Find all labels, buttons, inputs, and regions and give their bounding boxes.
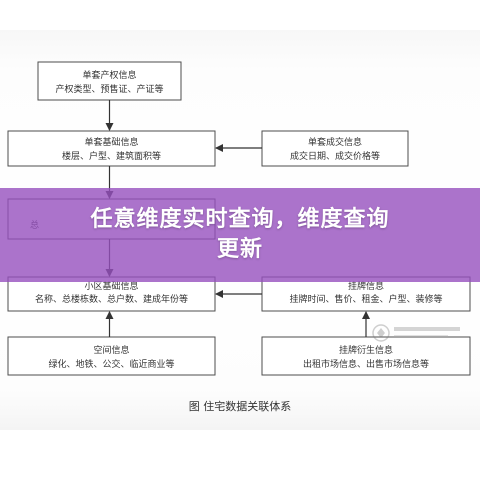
node-property-rights: 单套产权信息 产权类型、预售证、产证等 bbox=[37, 61, 182, 101]
node-basic-title: 单套基础信息 bbox=[84, 136, 138, 148]
node-space: 空间信息 绿化、地铁、公交、临近商业等 bbox=[7, 336, 216, 376]
node-derived-detail: 出租市场信息、出售市场信息等 bbox=[303, 358, 429, 370]
logo-watermark-icon bbox=[372, 324, 460, 342]
node-community: 小区基础信息 名称、总楼栋数、总户数、建成年份等 bbox=[7, 276, 216, 312]
node-space-detail: 绿化、地铁、公交、临近商业等 bbox=[48, 358, 174, 370]
node-listing-detail: 挂牌时间、售价、租金、户型、装修等 bbox=[289, 293, 442, 305]
banner-title-line-2: 更新 bbox=[216, 237, 263, 262]
node-community-title: 小区基础信息 bbox=[84, 280, 138, 292]
diagram-caption: 图 住宅数据关联体系 bbox=[189, 399, 292, 413]
node-listing-title: 挂牌信息 bbox=[348, 280, 384, 292]
node-deal-detail: 成交日期、成交价格等 bbox=[290, 150, 380, 162]
banner-title-line-1: 任意维度实时查询，维度查询 bbox=[90, 207, 390, 232]
node-space-title: 空间信息 bbox=[93, 344, 129, 356]
node-basic: 单套基础信息 楼层、户型、建筑面积等 bbox=[7, 130, 216, 167]
bottom-margin bbox=[0, 430, 480, 480]
node-deal: 单套成交信息 成交日期、成交价格等 bbox=[261, 130, 409, 167]
node-deal-title: 单套成交信息 bbox=[308, 136, 362, 148]
node-listing: 挂牌信息 挂牌时间、售价、租金、户型、装修等 bbox=[261, 276, 471, 312]
node-basic-detail: 楼层、户型、建筑面积等 bbox=[62, 150, 161, 162]
node-property-rights-title: 单套产权信息 bbox=[82, 69, 136, 81]
node-derived-title: 挂牌衍生信息 bbox=[339, 344, 393, 356]
node-community-detail: 名称、总楼栋数、总户数、建成年份等 bbox=[35, 293, 188, 305]
node-derived: 挂牌衍生信息 出租市场信息、出售市场信息等 bbox=[261, 336, 471, 376]
title-banner: 任意维度实时查询，维度查询 更新 bbox=[0, 188, 480, 282]
node-property-rights-detail: 产权类型、预售证、产证等 bbox=[55, 83, 163, 95]
